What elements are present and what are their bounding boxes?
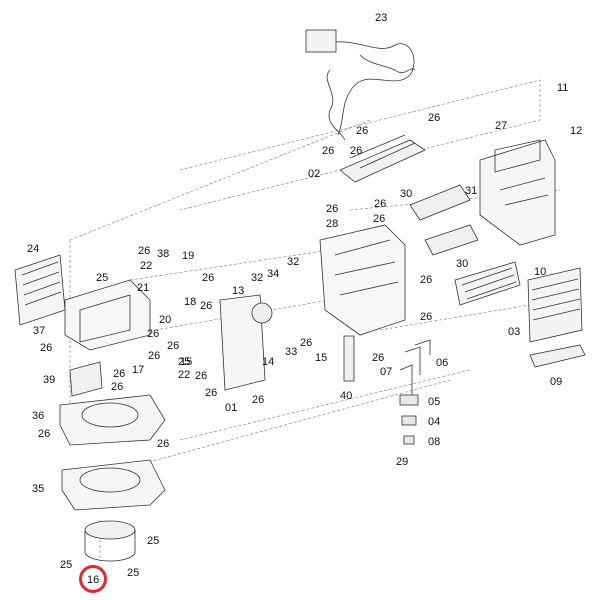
callout-07: 07 [380, 366, 393, 378]
duct-02 [339, 134, 426, 183]
callout-16-highlighted: 16 [87, 574, 100, 586]
callout-11: 11 [557, 82, 569, 94]
callout-15: 15 [180, 356, 193, 368]
callout-26: 26 [372, 352, 385, 364]
callout-05: 05 [428, 396, 441, 408]
pipe-06 [404, 339, 431, 375]
part-08 [403, 435, 415, 445]
filter-housing-24 [14, 254, 66, 326]
blower-case-36 [59, 394, 166, 446]
callout-26: 26 [300, 337, 313, 349]
callout-21: 21 [137, 282, 150, 294]
callout-26: 26 [113, 368, 126, 380]
callout-02: 02 [308, 168, 321, 180]
callout-26: 26 [374, 198, 387, 210]
evaporator-10 [454, 261, 521, 306]
callout-14: 14 [262, 356, 275, 368]
callout-26: 26 [356, 125, 369, 137]
callout-10: 10 [534, 266, 547, 278]
callout-26: 26 [40, 342, 53, 354]
rod-40 [343, 335, 355, 382]
callout-12: 12 [570, 125, 583, 137]
callout-03: 03 [508, 326, 521, 338]
intake-housing-37 [64, 279, 151, 351]
blower-case-35 [61, 459, 166, 511]
main-case [319, 224, 406, 336]
filter-39 [69, 361, 103, 397]
callout-31: 31 [465, 185, 478, 197]
callout-18: 18 [184, 296, 197, 308]
callout-23: 23 [375, 12, 388, 24]
housing-27 [479, 139, 556, 246]
callout-25: 25 [178, 356, 191, 368]
callout-08: 08 [428, 436, 441, 448]
callout-26: 26 [138, 245, 151, 257]
callout-37: 37 [33, 325, 46, 337]
actuator-13 [251, 302, 273, 324]
callout-34: 34 [267, 268, 280, 280]
callout-26: 26 [195, 370, 208, 382]
callout-35: 35 [32, 483, 45, 495]
pipe-07 [399, 364, 413, 395]
callout-04: 04 [428, 416, 441, 428]
highlight-circle [79, 565, 107, 593]
callout-20: 20 [159, 314, 172, 326]
callout-33: 33 [285, 346, 298, 358]
callout-25: 25 [147, 535, 160, 547]
callout-26: 26 [200, 300, 213, 312]
blower-motor-16 [84, 520, 136, 562]
callout-26: 26 [350, 145, 363, 157]
callout-06: 06 [436, 357, 449, 369]
callout-17: 17 [132, 364, 145, 376]
bracket-09 [529, 344, 586, 368]
wiring-harness-23 [305, 29, 416, 141]
callout-40: 40 [340, 390, 353, 402]
callout-19: 19 [182, 250, 195, 262]
callout-09: 09 [550, 376, 563, 388]
callout-24: 24 [27, 243, 40, 255]
callout-26: 26 [167, 340, 180, 352]
callout-36: 36 [32, 410, 45, 422]
callout-26: 26 [202, 272, 215, 284]
panel-30-lower [424, 224, 479, 256]
callout-25: 25 [96, 272, 109, 284]
callout-22: 22 [140, 260, 153, 272]
callout-30: 30 [456, 258, 469, 270]
part-05 [399, 394, 419, 406]
callout-26: 26 [428, 112, 441, 124]
heater-core-03 [527, 267, 583, 343]
callout-26: 26 [373, 213, 386, 225]
callout-26: 26 [252, 394, 265, 406]
callout-26: 26 [205, 387, 218, 399]
callout-13: 13 [232, 285, 245, 297]
callout-28: 28 [326, 218, 339, 230]
callout-01: 01 [225, 402, 238, 414]
callout-29: 29 [396, 456, 409, 468]
callout-26: 26 [420, 311, 433, 323]
panel-30-upper [409, 184, 471, 221]
callout-26: 26 [148, 350, 161, 362]
callout-25: 25 [127, 567, 140, 579]
callout-27: 27 [495, 120, 508, 132]
callout-26: 26 [420, 274, 433, 286]
callout-26: 26 [322, 145, 335, 157]
part-04 [401, 415, 417, 426]
callout-15: 15 [315, 352, 328, 364]
callout-32: 32 [251, 272, 264, 284]
callout-22: 22 [178, 369, 191, 381]
callout-32: 32 [287, 256, 300, 268]
callout-26: 26 [38, 428, 51, 440]
callout-38: 38 [157, 248, 170, 260]
callout-26: 26 [111, 381, 124, 393]
callout-30: 30 [400, 188, 413, 200]
callout-25: 25 [60, 559, 73, 571]
callout-26: 26 [147, 328, 160, 340]
callout-26: 26 [157, 438, 170, 450]
callout-39: 39 [43, 374, 56, 386]
callout-26: 26 [326, 203, 339, 215]
